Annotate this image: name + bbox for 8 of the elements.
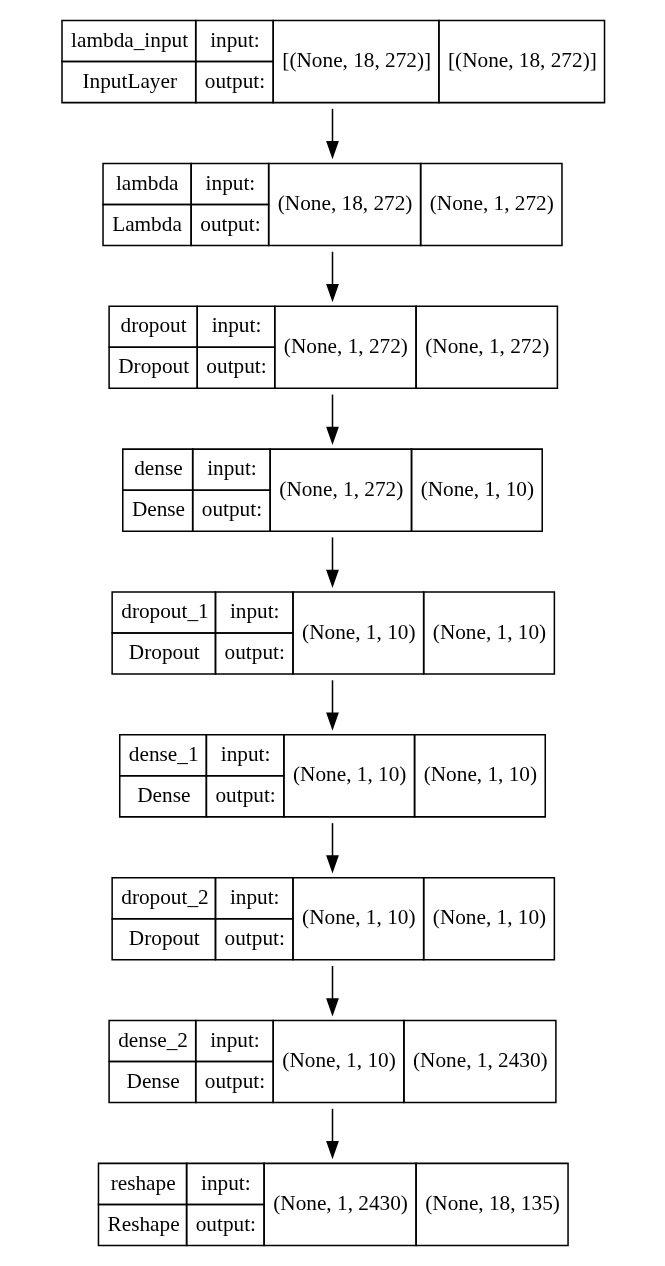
- arrow: [326, 679, 339, 731]
- arrow: [326, 108, 339, 160]
- arrow: [326, 822, 339, 874]
- arrow: [326, 1108, 339, 1160]
- arrow: [326, 965, 339, 1017]
- arrow: [326, 251, 339, 303]
- arrow: [326, 393, 339, 446]
- arrow: [326, 536, 339, 588]
